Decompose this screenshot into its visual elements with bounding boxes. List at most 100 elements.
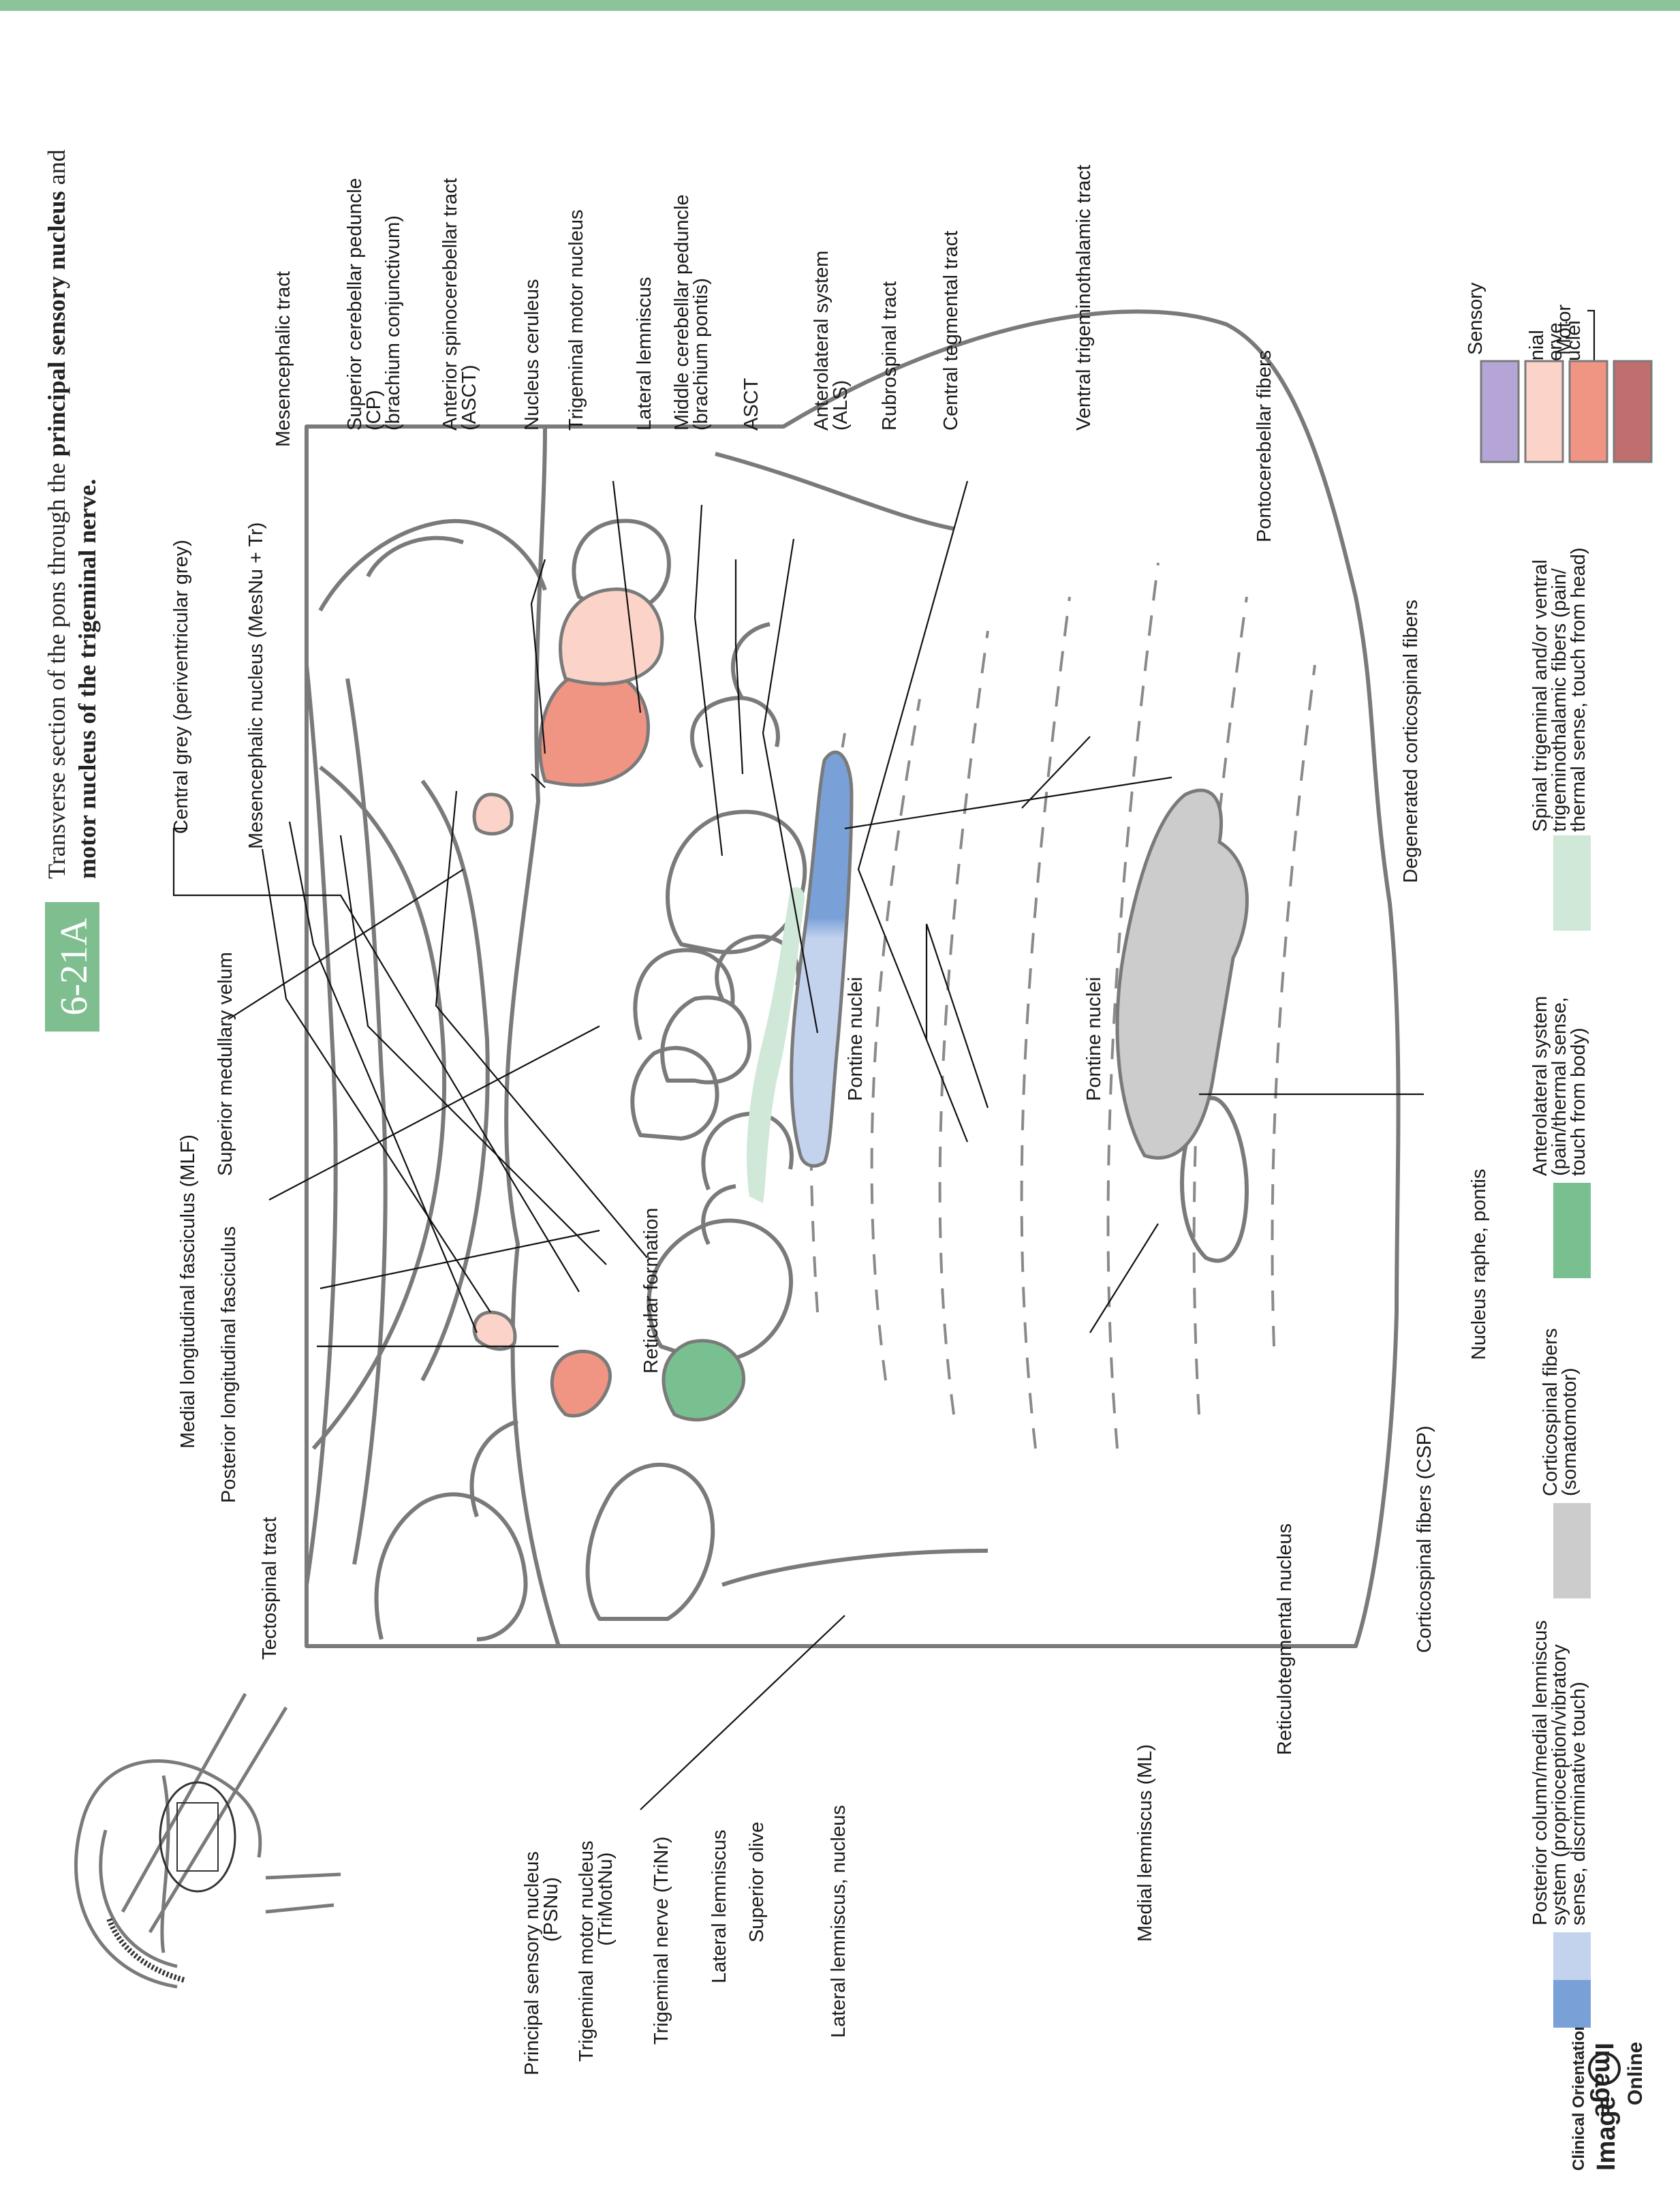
spinal-trigeminal-fibers bbox=[747, 887, 805, 1203]
label-tectospinal-tract: Tectospinal tract bbox=[259, 1517, 281, 1660]
svg-text:touch from body): touch from body) bbox=[1568, 1027, 1589, 1176]
label-brachium-conjunctivum: (brachium conjunctivum) bbox=[382, 215, 404, 431]
label-reticulotegmental-nucleus: Reticulotegmental nucleus bbox=[1274, 1523, 1296, 1755]
label-reticular-formation: Reticular formation bbox=[640, 1208, 662, 1374]
header-bar bbox=[0, 0, 1680, 11]
medial-lemniscus bbox=[790, 750, 854, 1168]
labels-left-column: Superior medullary velum Medial longitud… bbox=[177, 952, 281, 1660]
label-lateral-lemniscus-top: Lateral lemniscus bbox=[634, 277, 655, 431]
legend-sensory: Sensory bbox=[1465, 282, 1487, 355]
rotate-icon bbox=[1588, 2052, 1621, 2085]
svg-text:Transverse section of the pons: Transverse section of the pons through t… bbox=[43, 149, 70, 879]
svg-text:Posterior column/medial lemnis: Posterior column/medial lemniscus bbox=[1529, 1620, 1551, 1925]
label-pontine-nuclei-1: Pontine nuclei bbox=[845, 977, 867, 1101]
label-nucleus-raphe-pontis: Nucleus raphe, pontis bbox=[1468, 1169, 1490, 1361]
figure-number: 6-21A bbox=[53, 918, 95, 1016]
label-anterior-spinocerebellar-tract: Anterior spinocerebellar tract bbox=[439, 178, 461, 431]
reticular-oval-lower bbox=[666, 809, 807, 955]
mesencephalic-nucleus-lower bbox=[472, 792, 514, 836]
svg-text:Corticospinal fibers: Corticospinal fibers bbox=[1540, 1328, 1561, 1496]
colored-nuclei bbox=[472, 587, 1249, 1422]
label-central-tegmental-tract: Central tegmental tract bbox=[940, 231, 962, 431]
cerebellum-band bbox=[305, 664, 338, 1585]
label-rubrospinal-tract: Rubrospinal tract bbox=[879, 281, 901, 431]
label-corticospinal-fibers-csp: Corticospinal fibers (CSP) bbox=[1414, 1425, 1435, 1653]
label-trigeminal-motor-nucleus-top: Trigeminal motor nucleus bbox=[565, 210, 587, 431]
label-nucleus-ceruleus: Nucleus ceruleus bbox=[521, 279, 543, 431]
label-cp: (CP) bbox=[363, 390, 385, 431]
swatch-ml-dark bbox=[1553, 1980, 1591, 2028]
orientation-sketch bbox=[74, 1692, 341, 1989]
label-asct-short: ASCT bbox=[741, 377, 762, 431]
svg-text:Spinal trigeminal and/or ventr: Spinal trigeminal and/or ventral bbox=[1529, 559, 1551, 832]
label-superior-medullary-velum: Superior medullary velum bbox=[215, 952, 236, 1176]
labels-bottom-column: Principal sensory nucleus (PSNu) Trigemi… bbox=[521, 1169, 1490, 2076]
label-anterolateral-system: Anterolateral system bbox=[811, 251, 833, 431]
swatch-anterolateral bbox=[1553, 1183, 1591, 1278]
label-central-grey: Central grey (periventricular grey) bbox=[170, 540, 192, 834]
svg-text:Online: Online bbox=[1624, 2042, 1647, 2105]
svg-text:(pain/thermal sense,: (pain/thermal sense, bbox=[1549, 997, 1570, 1176]
label-pontine-nuclei-2: Pontine nuclei bbox=[1083, 977, 1105, 1101]
label-middle-cerebellar-peduncle: Middle cerebellar peduncle bbox=[671, 194, 693, 431]
color-key: Cranial nerve nuclei Sensory Motor Spina… bbox=[1465, 282, 1653, 2028]
label-psnu: (PSNu) bbox=[540, 1877, 562, 1942]
label-trigeminal-nerve: Trigeminal nerve (TriNr) bbox=[651, 1836, 672, 2045]
label-lateral-lemniscus-bottom: Lateral lemniscus bbox=[709, 1829, 730, 1983]
svg-text:Clinical Orientation: Clinical Orientation bbox=[1570, 2021, 1588, 2171]
swatch-branchial-motor bbox=[1613, 360, 1653, 463]
svg-text:sense, discriminative touch): sense, discriminative touch) bbox=[1568, 1682, 1589, 1925]
caption-bold: principal sensory nucleus bbox=[43, 191, 70, 456]
principal-sensory-nucleus bbox=[559, 587, 664, 686]
svg-text:Image: Image bbox=[1589, 2043, 1618, 2118]
label-brachium-pontis: (brachium pontis) bbox=[690, 278, 712, 431]
label-lateral-lemniscus-nucleus: Lateral lemniscus, nucleus bbox=[828, 1805, 850, 2038]
clinical-orientation-logo: Clinical Orientation Image Image Online bbox=[1570, 2021, 1647, 2171]
caption-plain: Transverse section of the pons through t… bbox=[43, 456, 70, 879]
label-mlf: Medial longitudinal fasciculus (MLF) bbox=[177, 1134, 199, 1449]
label-posterior-longitudinal-fasciculus: Posterior longitudinal fasciculus bbox=[218, 1226, 240, 1503]
label-superior-cerebellar-peduncle: Superior cerebellar peduncle bbox=[344, 178, 366, 431]
svg-text:thermal sense, touch from head: thermal sense, touch from head) bbox=[1568, 548, 1589, 832]
label-pontocerebellar-fibers: Pontocerebellar fibers bbox=[1254, 350, 1275, 542]
label-asct: (ASCT) bbox=[458, 365, 480, 431]
label-mesencephalic-nucleus: Mesencephalic nucleus (MesNu + Tr) bbox=[245, 522, 267, 849]
swatch-sensory bbox=[1524, 360, 1564, 463]
swatch-spinal-trigeminal bbox=[1553, 835, 1591, 931]
corticospinal-fibers bbox=[1115, 788, 1249, 1160]
label-medial-lemniscus: Medial lemniscus (ML) bbox=[1134, 1744, 1156, 1942]
degenerated-csp bbox=[1180, 1096, 1249, 1263]
section-outline bbox=[305, 309, 1401, 1648]
svg-text:Anterolateral system: Anterolateral system bbox=[1529, 996, 1551, 1176]
reticular-oval-upper bbox=[647, 1218, 794, 1363]
leader-lines bbox=[172, 480, 1424, 1810]
label-trimotnu: (TriMotNu) bbox=[595, 1853, 617, 1946]
legend-motor: Motor bbox=[1553, 305, 1575, 355]
trigeminal-motor-nucleus-upper bbox=[550, 1349, 612, 1418]
label-ventral-trigeminothalamic-tract: Ventral trigeminothalamic tract bbox=[1073, 165, 1095, 431]
label-trigeminal-motor-nucleus-bottom: Trigeminal motor nucleus bbox=[576, 1841, 597, 2062]
swatch-motor bbox=[1568, 360, 1608, 463]
caption-line2: motor nucleus of the trigeminal nerve. bbox=[74, 479, 101, 879]
svg-text:system (proprioception/vibrato: system (proprioception/vibratory bbox=[1549, 1644, 1570, 1925]
labels-inner: Reticular formation Pontine nuclei Ponti… bbox=[640, 977, 1105, 1374]
svg-text:trigeminothalamic fibers (pain: trigeminothalamic fibers (pain/ bbox=[1549, 568, 1570, 832]
swatch-somatic-sensory bbox=[1480, 360, 1520, 463]
anterolateral-system bbox=[662, 1339, 745, 1422]
pons-section bbox=[305, 309, 1401, 1648]
figure-number-badge bbox=[45, 902, 99, 1032]
caption-and: and bbox=[43, 149, 70, 191]
label-als: (ALS) bbox=[830, 380, 852, 431]
svg-text:Image: Image bbox=[1592, 2096, 1621, 2171]
label-principal-sensory-nucleus: Principal sensory nucleus bbox=[521, 1851, 543, 2075]
mesencephalic-nucleus-upper bbox=[472, 1310, 517, 1351]
figure-caption: 6-21A Transverse section of the pons thr… bbox=[43, 149, 101, 1032]
swatch-corticospinal bbox=[1553, 1503, 1591, 1598]
trigeminal-motor-nucleus-lower bbox=[538, 669, 650, 787]
svg-text:(somatomotor): (somatomotor) bbox=[1559, 1367, 1581, 1496]
label-degenerated-corticospinal-fibers: Degenerated corticospinal fibers bbox=[1400, 600, 1422, 883]
label-superior-olive: Superior olive bbox=[746, 1822, 768, 1942]
